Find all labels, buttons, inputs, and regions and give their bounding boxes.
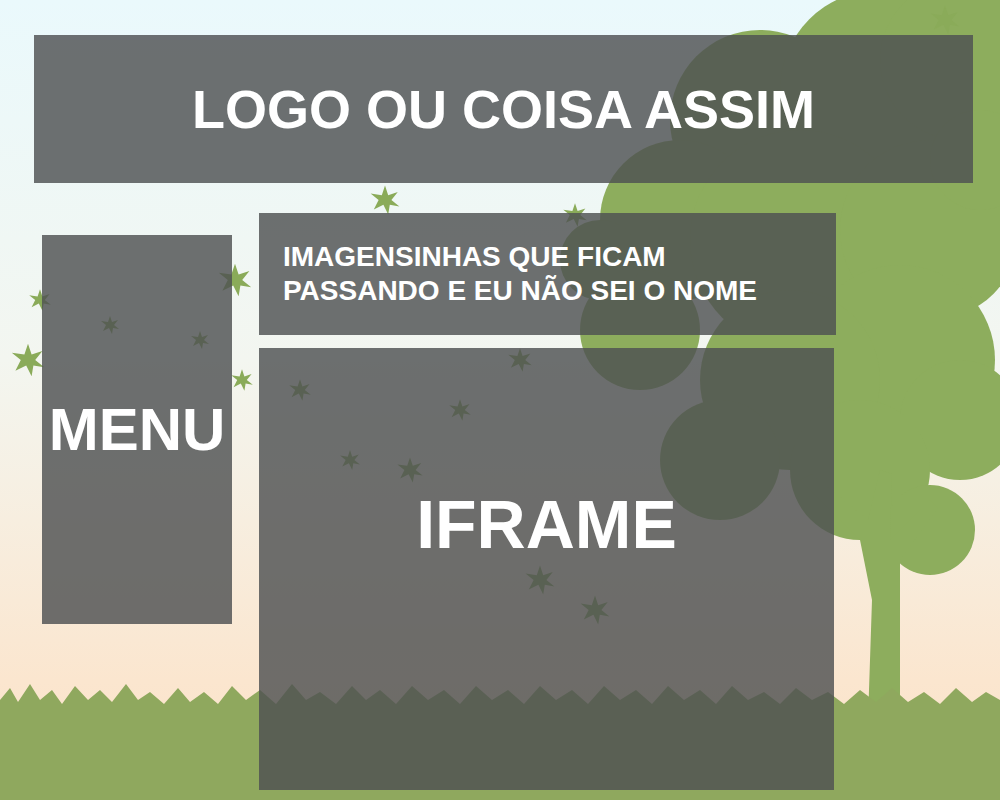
box-label: MENU [49, 394, 226, 466]
box-label: IFRAME [416, 484, 677, 566]
box-label: IMAGENSINHAS QUE FICAM PASSANDO E EU NÃO… [283, 240, 814, 307]
box-label: LOGO OU COISA ASSIM [192, 77, 815, 142]
carousel-box: IMAGENSINHAS QUE FICAM PASSANDO E EU NÃO… [259, 213, 836, 335]
iframe-box: IFRAME [259, 348, 834, 790]
logo-box: LOGO OU COISA ASSIM [34, 35, 973, 183]
menu-box: MENU [42, 235, 232, 624]
